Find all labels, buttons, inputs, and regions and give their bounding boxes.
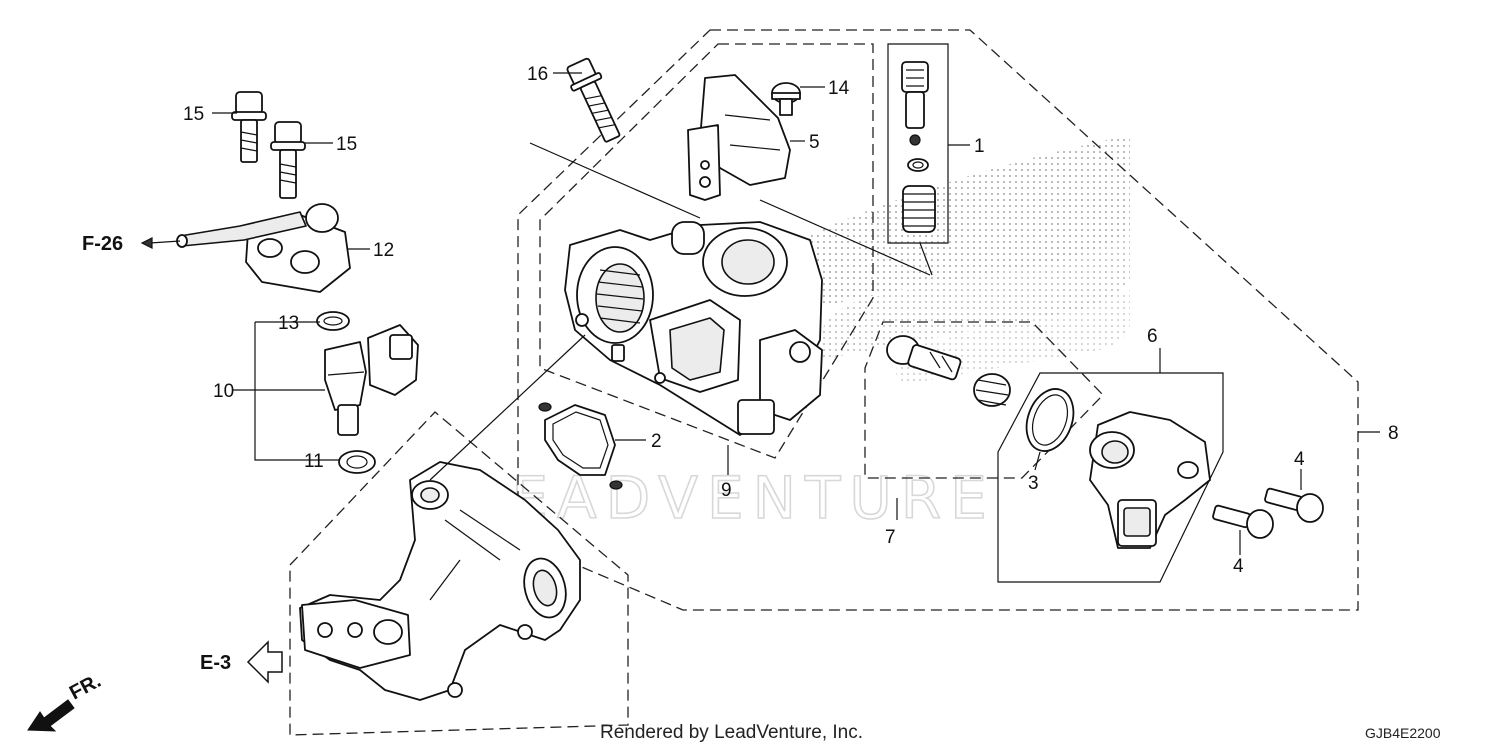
bracket-10 — [997, 372, 1224, 583]
screw-4-lower[interactable] — [1212, 504, 1274, 539]
assembly-11-outline — [864, 321, 1104, 479]
callout-11[interactable]: 7 — [885, 527, 896, 548]
bolt-15-upper[interactable] — [231, 91, 267, 163]
callout-15-lower[interactable]: 15 — [336, 134, 357, 155]
callout-13[interactable]: 13 — [278, 313, 299, 334]
bolt-16[interactable] — [563, 56, 628, 146]
assembly-6-outline — [517, 29, 1359, 611]
throttle-body-7[interactable] — [564, 221, 823, 436]
assembly-7-outline — [539, 43, 874, 459]
group-outlines — [289, 29, 1359, 736]
front-label: FR. — [66, 670, 105, 705]
screw-14[interactable] — [771, 82, 801, 116]
callout-5[interactable]: 5 — [809, 132, 820, 153]
intake-manifold[interactable] — [299, 461, 581, 701]
callout-2[interactable]: 2 — [651, 431, 662, 452]
diagram-code: GJB4E2200 — [1365, 725, 1441, 741]
bracket-1 — [887, 43, 949, 244]
callout-7[interactable]: 9 — [721, 480, 732, 501]
callout-8[interactable]: 10 — [213, 381, 234, 402]
callout-12[interactable]: 12 — [373, 240, 394, 261]
group-brackets — [254, 43, 1224, 583]
ref-f26[interactable]: F-26 — [82, 233, 123, 255]
actuator-10[interactable] — [1089, 411, 1211, 549]
intake-manifold-outline — [289, 411, 629, 736]
bracket-8 — [254, 321, 312, 461]
oring-13[interactable] — [316, 311, 350, 331]
screw-4-upper[interactable] — [1264, 487, 1324, 523]
callout-10[interactable]: 6 — [1147, 326, 1158, 347]
ref-e3[interactable]: E-3 — [200, 652, 231, 674]
watermark-wing — [767, 135, 1130, 385]
sensor-8[interactable] — [324, 324, 419, 436]
bolt-15-lower[interactable] — [270, 121, 306, 199]
screw-11[interactable] — [886, 335, 962, 381]
callout-6[interactable]: 8 — [1388, 423, 1399, 444]
gasket-2[interactable] — [538, 402, 623, 490]
sensor-1[interactable] — [901, 61, 936, 233]
e3-arrow — [246, 640, 283, 684]
seal-9[interactable] — [338, 450, 376, 474]
callout-1[interactable]: 1 — [974, 136, 985, 157]
oring-3[interactable] — [1018, 382, 1081, 457]
joint-12[interactable] — [176, 203, 351, 293]
front-arrow — [27, 699, 75, 732]
callout-3[interactable]: 3 — [1028, 473, 1039, 494]
callout-labels: 16 14 5 1 15 15 12 13 10 11 2 9 3 6 8 4 … — [183, 64, 1399, 577]
bracket-5[interactable] — [687, 74, 791, 201]
callout-15-upper[interactable]: 15 — [183, 104, 204, 125]
leader-lines — [212, 72, 1380, 555]
callout-9[interactable]: 11 — [304, 451, 324, 472]
callout-4-lower[interactable]: 4 — [1233, 556, 1244, 577]
spring-11[interactable] — [973, 373, 1011, 407]
callout-16[interactable]: 16 — [527, 64, 548, 85]
callout-14[interactable]: 14 — [828, 78, 850, 99]
footer-credit: Rendered by LeadVenture, Inc. — [600, 722, 863, 743]
callout-4-upper[interactable]: 4 — [1294, 449, 1305, 470]
